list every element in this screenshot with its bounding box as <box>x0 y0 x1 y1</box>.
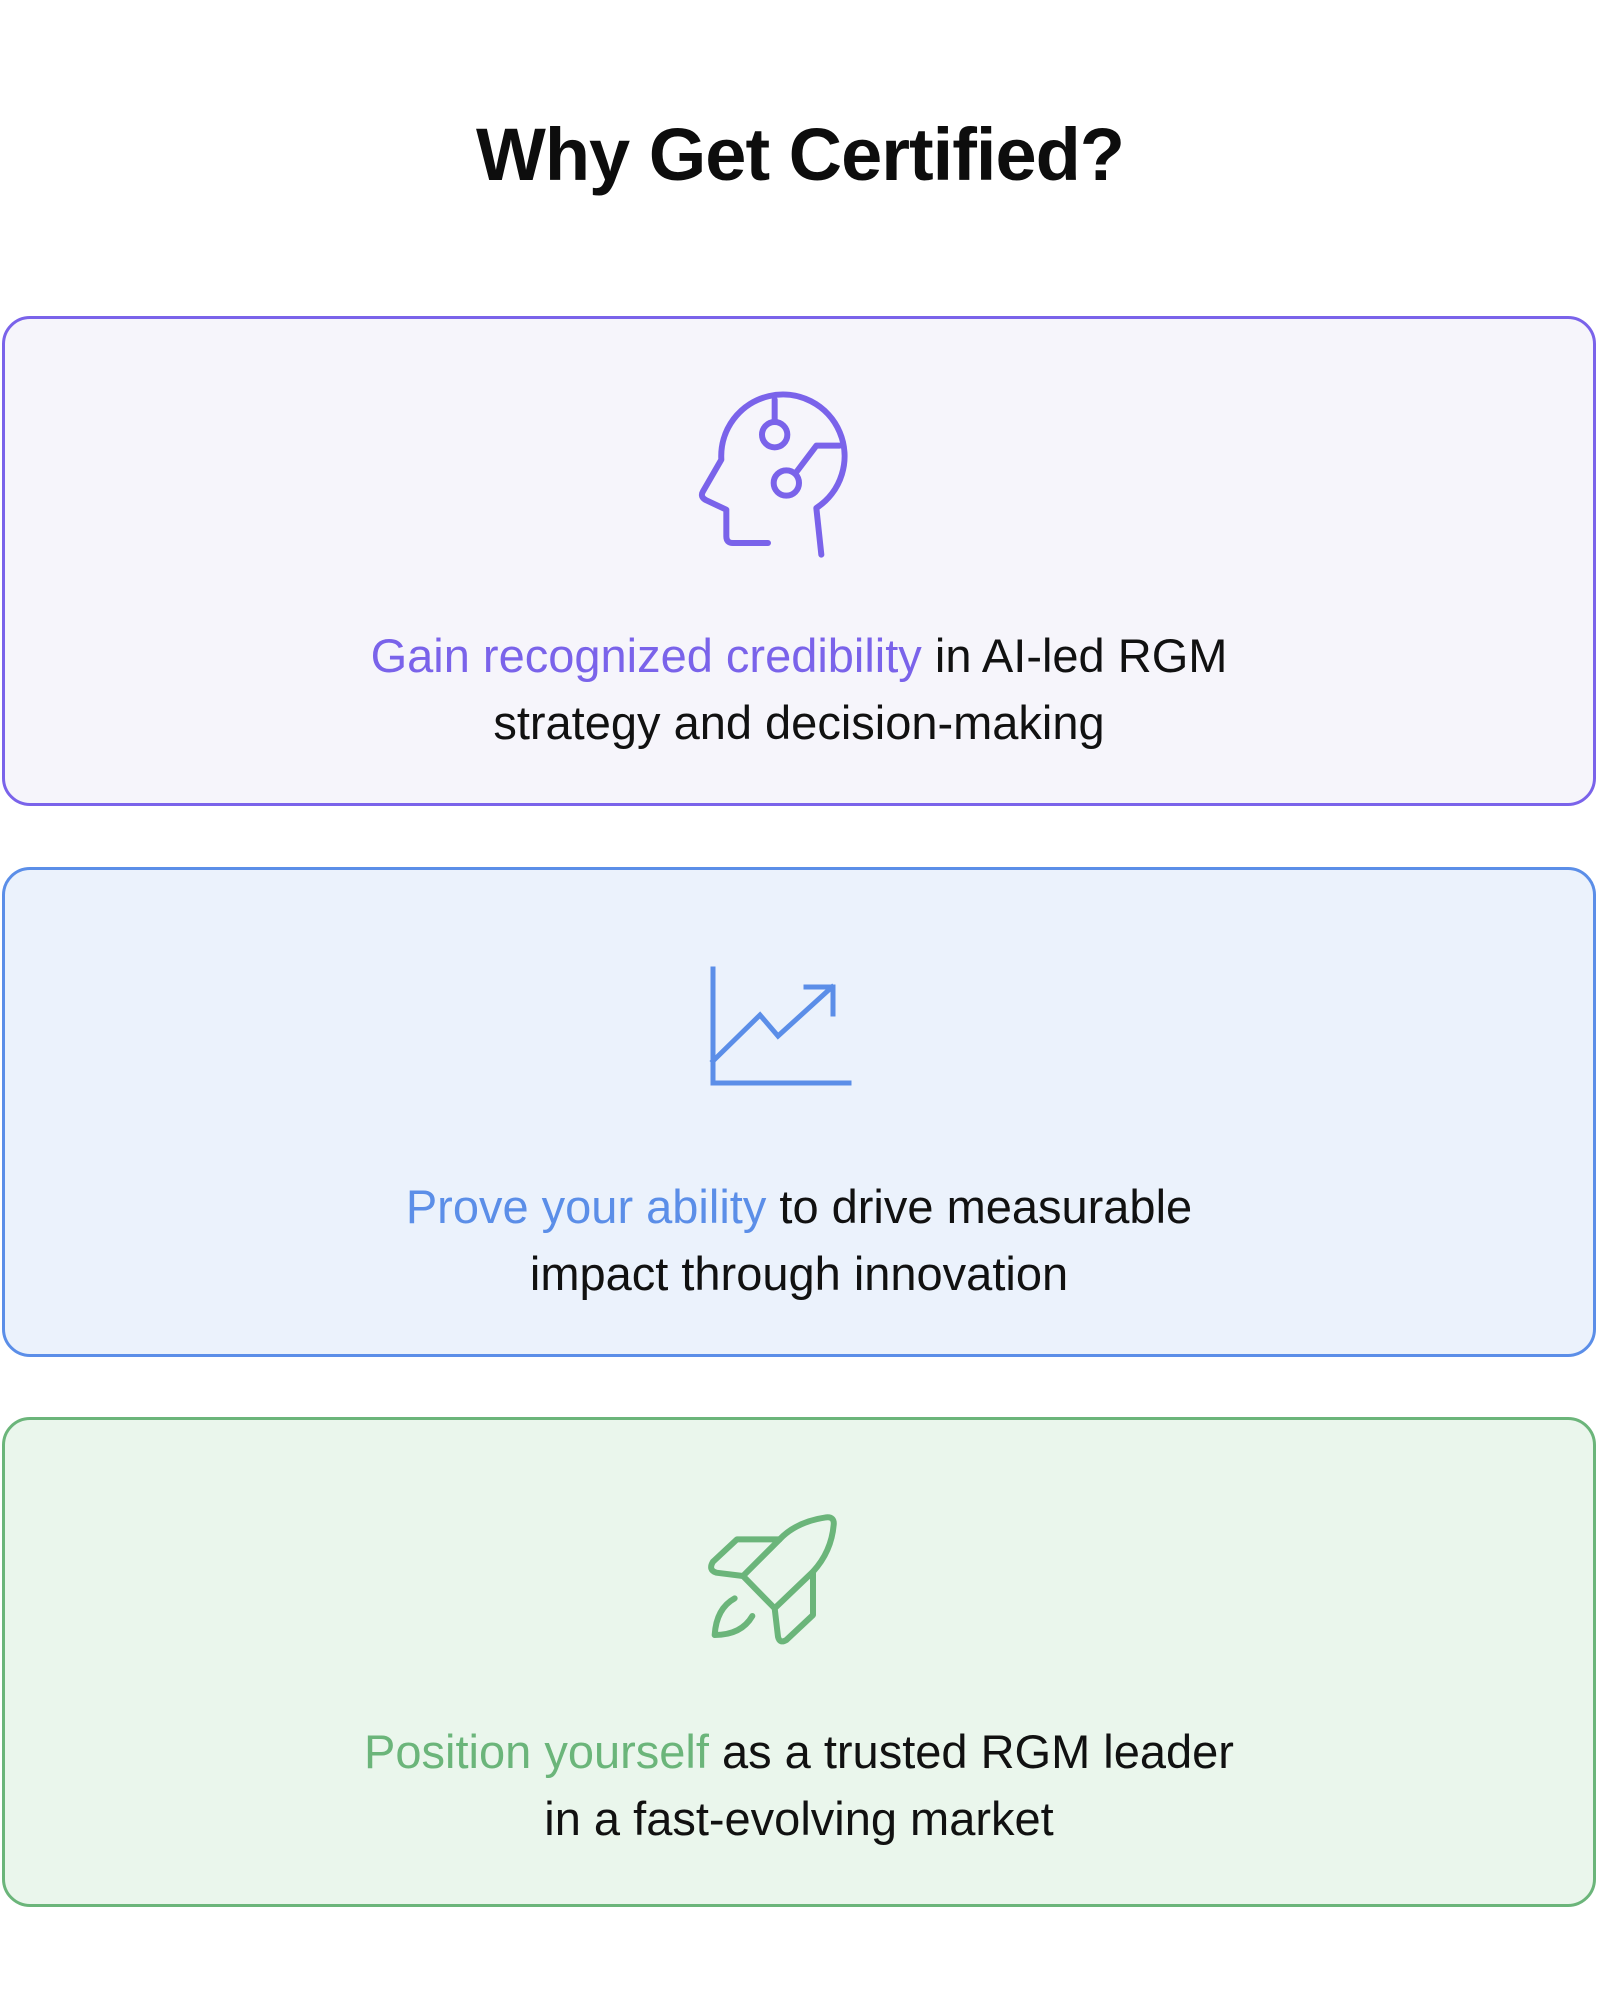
benefit-card-credibility: Gain recognized credibility in AI-led RG… <box>2 316 1596 806</box>
page-title: Why Get Certified? <box>475 113 1125 196</box>
growth-chart-icon <box>709 966 852 1086</box>
card-highlight: Position yourself <box>364 1725 709 1778</box>
card-text: to drive measurable <box>766 1180 1193 1233</box>
benefit-card-position: Position yourself as a trusted RGM leade… <box>2 1417 1596 1907</box>
card-highlight: Gain recognized credibility <box>370 629 922 682</box>
benefit-card-ability: Prove your ability to drive measurable i… <box>2 867 1596 1357</box>
ai-head-icon <box>698 391 848 558</box>
card-text-line2: in a fast-evolving market <box>544 1792 1054 1845</box>
rocket-icon <box>708 1514 837 1645</box>
card-text-line2: strategy and decision-making <box>493 696 1105 749</box>
card-text-line2: impact through innovation <box>529 1247 1069 1300</box>
card-highlight: Prove your ability <box>405 1180 767 1233</box>
card-text: as a trusted RGM leader <box>708 1725 1234 1778</box>
card-text: in AI-led RGM <box>921 629 1228 682</box>
